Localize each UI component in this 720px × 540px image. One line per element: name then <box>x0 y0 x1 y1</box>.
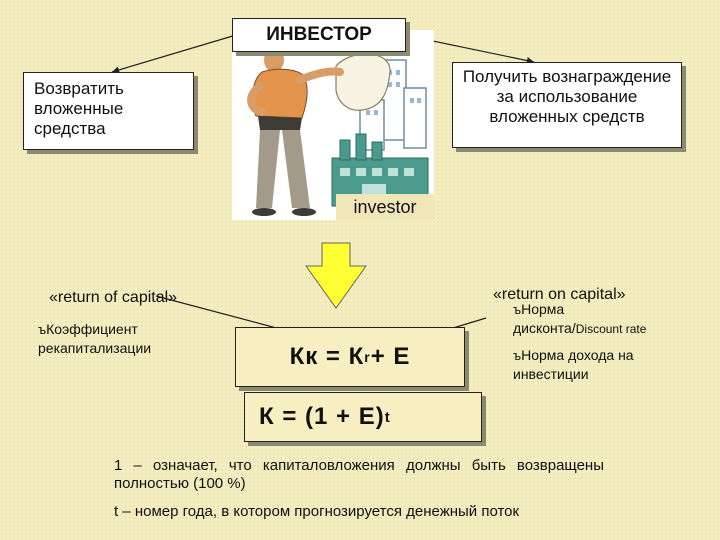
discount-rate-word2: дисконта/ <box>513 320 576 336</box>
bullet-marker: ъ <box>38 322 47 337</box>
right-goal-text: Получить вознаграждение за использование… <box>462 67 672 126</box>
formula1-lhs: Кк = К <box>289 343 365 370</box>
discount-rate-bullet: ъНорма дисконта/Discount rate <box>513 300 713 338</box>
investor-title: ИНВЕСТОР <box>232 18 406 52</box>
discount-rate-english: Discount rate <box>575 322 647 336</box>
connector-to-left-goal <box>111 34 237 74</box>
goal-receive-reward: Получить вознаграждение за использование… <box>452 62 682 148</box>
formula1-rhs: + Е <box>370 343 411 370</box>
investor-illustration <box>232 30 434 220</box>
down-arrow <box>305 242 367 309</box>
note-year-number: t – номер года, в котором прогнозируется… <box>114 503 520 520</box>
discount-rate-word1: Норма <box>521 301 565 317</box>
return-of-capital-heading: «return of capital» <box>49 289 178 306</box>
note-full-return: 1 – означает, что капиталовложения должн… <box>114 457 604 492</box>
investor-caption: investor <box>336 194 434 220</box>
investor-title-text: ИНВЕСТОР <box>266 24 372 45</box>
formula-recapitalization: К = (1 + Е)t <box>244 392 482 442</box>
bullet-marker: ъ <box>513 348 522 363</box>
formula2-superscript: t <box>384 408 391 426</box>
left-goal-text: Возвратить вложенные средства <box>34 79 124 138</box>
formula1-subscript: r <box>364 349 371 365</box>
recapitalization-text: Коэффициент рекапитализации <box>38 321 152 356</box>
return-on-capital-heading: «return on capital» <box>493 286 626 303</box>
recapitalization-bullet: ъКоэффициент рекапитализации <box>38 320 208 357</box>
bullet-marker: ъ <box>513 302 522 317</box>
goal-return-invested-funds: Возвратить вложенные средства <box>23 72 194 150</box>
formula2-base: К = (1 + Е) <box>259 403 385 430</box>
investment-yield-bullet: ъНорма дохода на инвестиции <box>513 346 683 383</box>
investment-yield-text: Норма дохода на инвестиции <box>513 347 634 382</box>
